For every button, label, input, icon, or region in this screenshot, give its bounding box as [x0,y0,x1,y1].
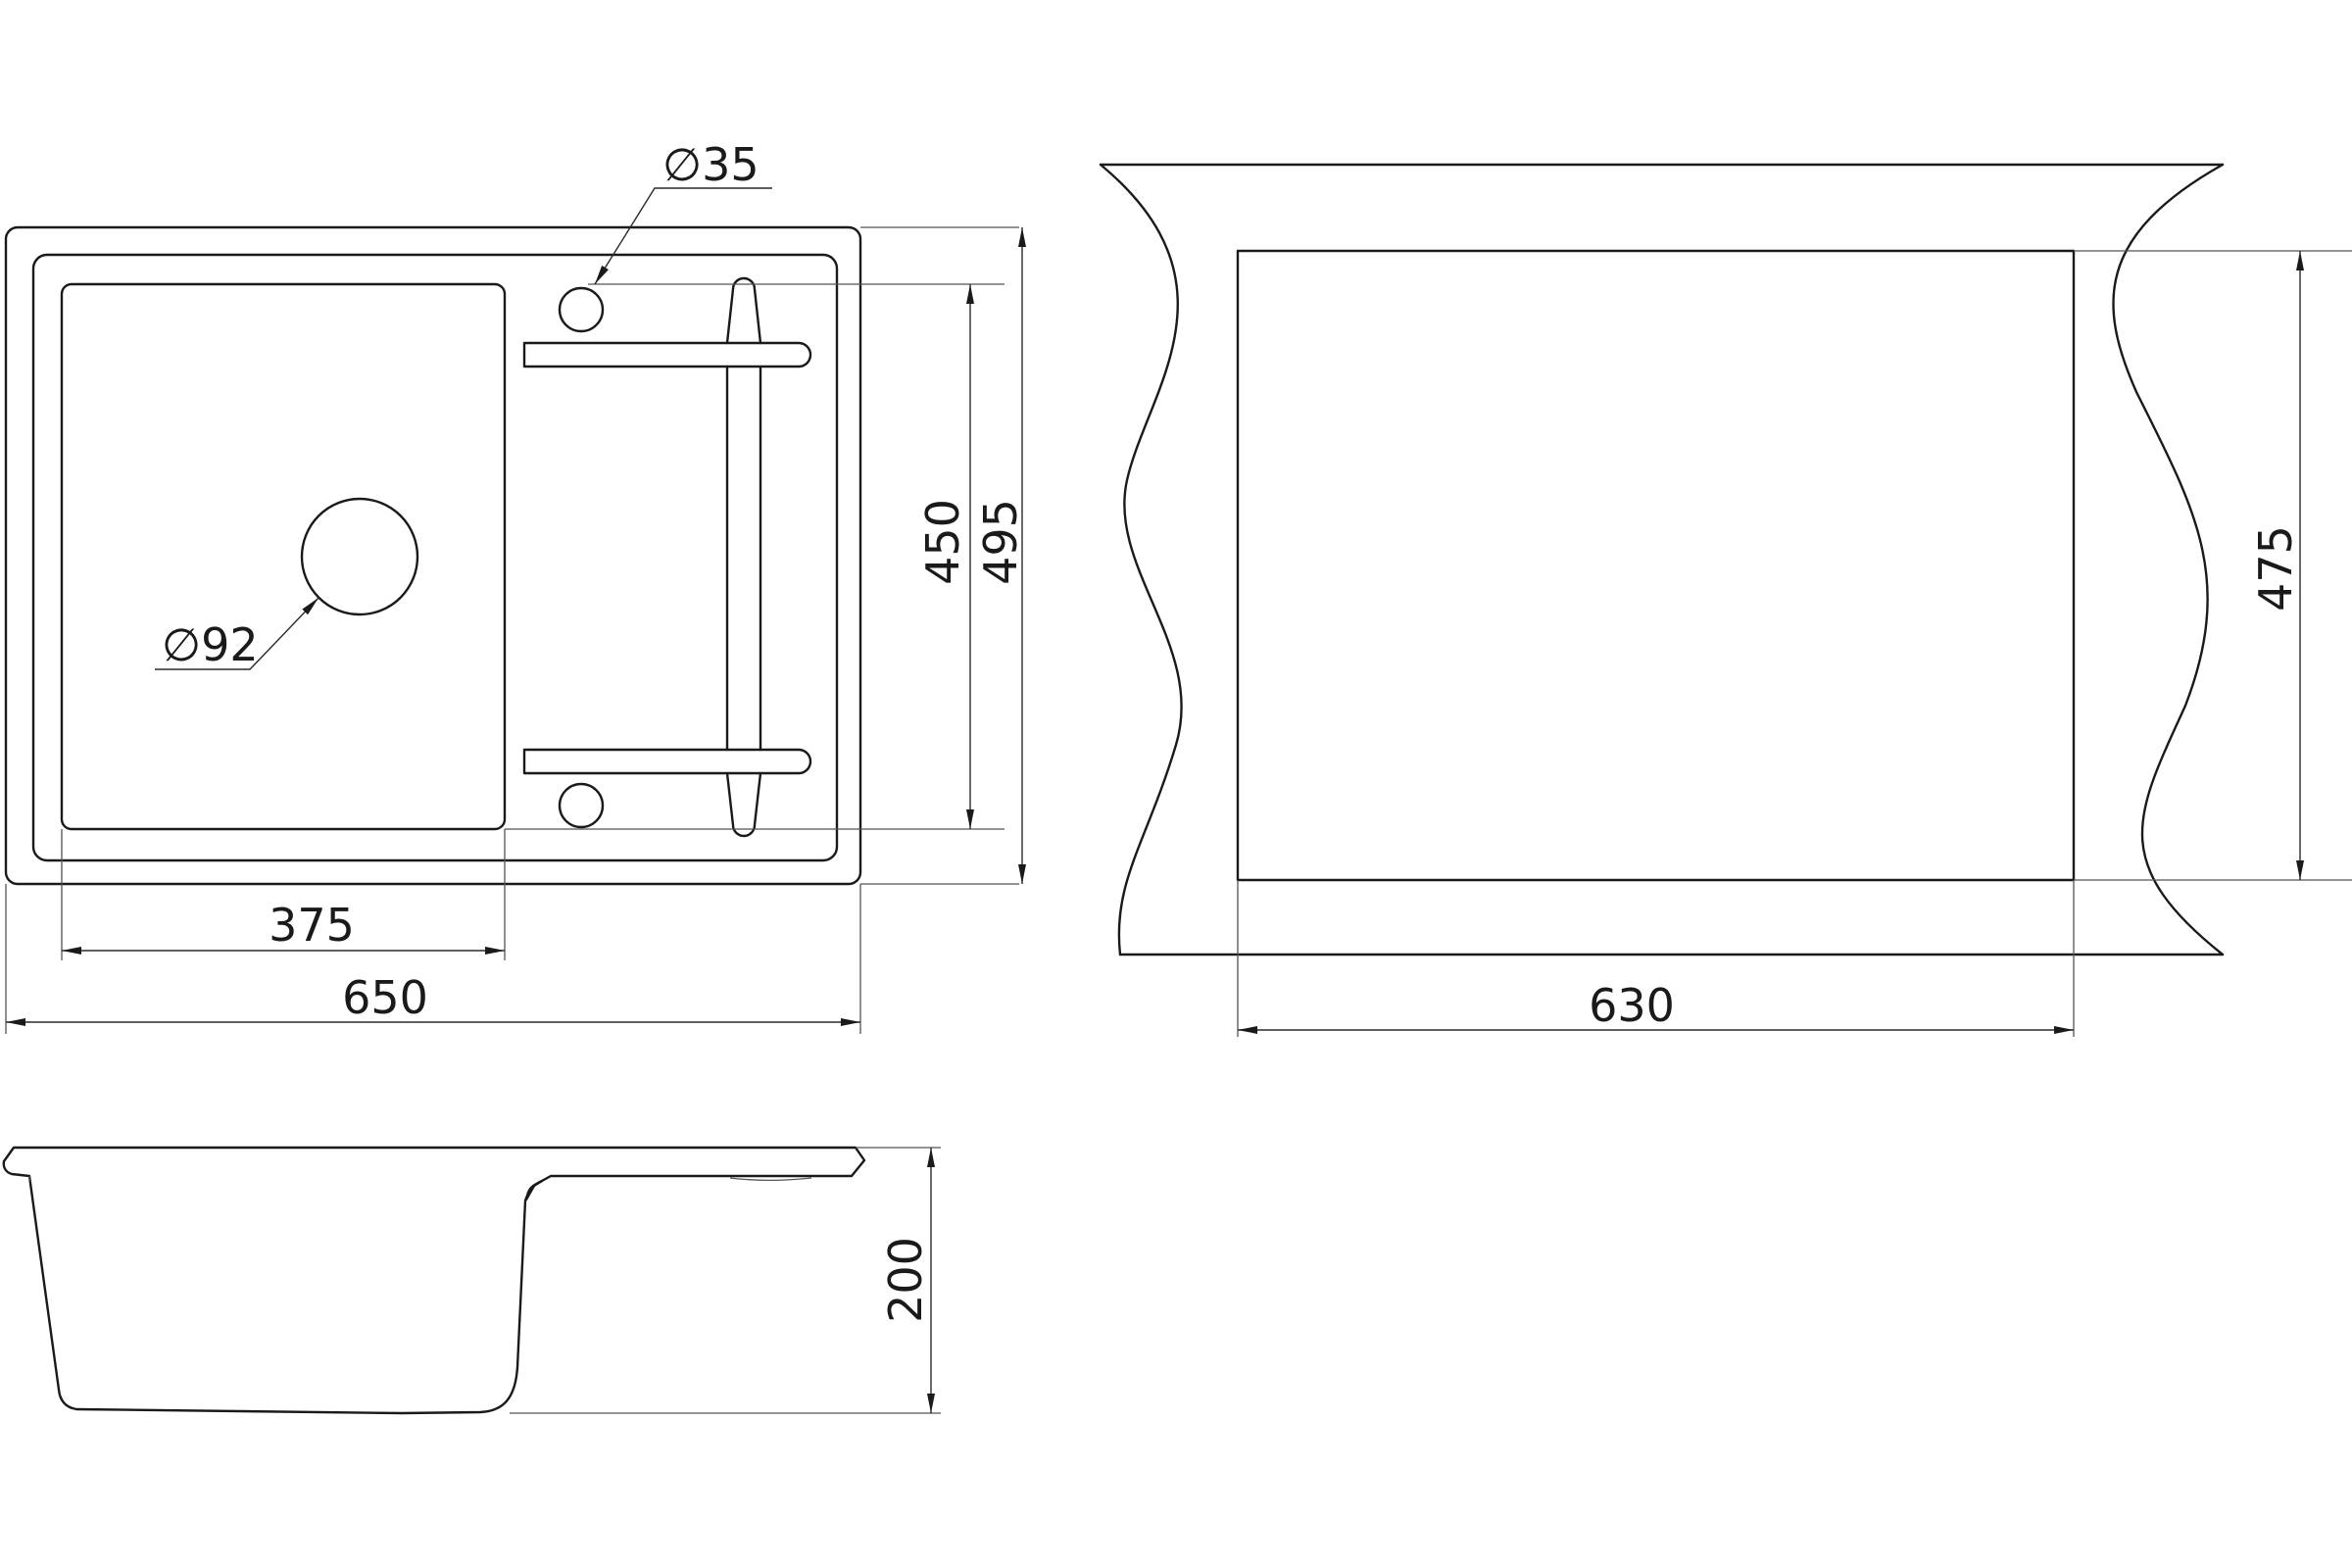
sink-bowl [60,282,507,831]
tap-hole-bottom [558,782,605,829]
cutout-width-label: 630 [1589,979,1675,1032]
drain-diameter-label: ∅92 [162,618,259,671]
tap-hole-diameter-label: ∅35 [662,138,760,191]
bowl-height-label: 200 [879,1237,932,1323]
sink-inner-rim [31,253,839,862]
countertop-right-break [2112,163,2225,956]
countertop-cutout-view: 630 475 [1099,163,2352,1037]
overall-depth-label: 495 [974,499,1027,585]
bowl-depth-label: 450 [916,499,969,585]
sink-outer-rim [4,225,862,886]
tap-hole-top [558,286,605,333]
drain-leader [155,597,319,670]
sink-cutout [1236,249,2076,882]
cutout-depth-label: 475 [2249,525,2302,612]
sink-side-profile [2,1146,866,1415]
drainer-ribs [522,276,812,838]
sink-top-view: ∅35 ∅92 375 650 450 495 [4,138,1027,1034]
overall-width-label: 650 [342,971,428,1024]
drain-hole [300,497,419,616]
sink-side-view: 200 [2,1146,941,1415]
bowl-width-label: 375 [269,899,355,952]
tap-hole-leader [594,187,772,285]
countertop-left-break [1099,163,1183,956]
